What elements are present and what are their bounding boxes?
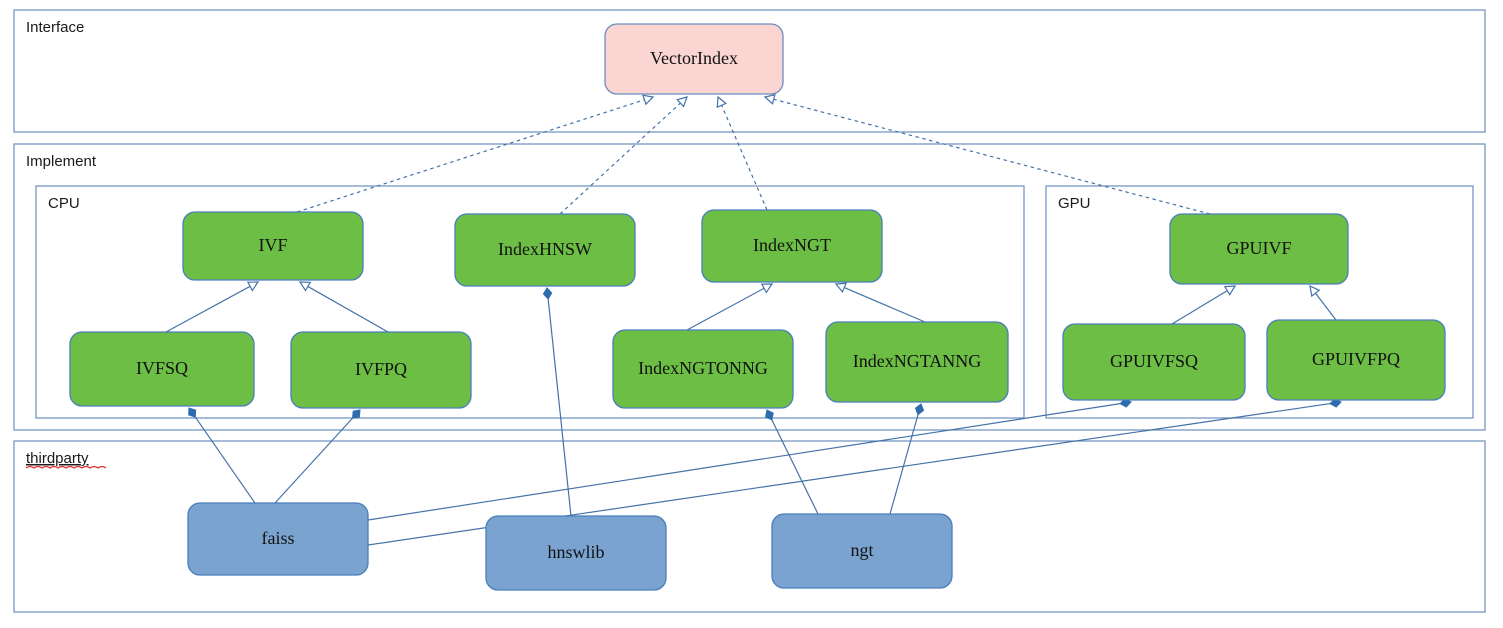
node-gpuivfpq[interactable]: GPUIVFPQ bbox=[1266, 319, 1446, 401]
edge-line-indexngtanng-indexngt bbox=[844, 286, 926, 323]
edge-ivfsq-ivf bbox=[165, 281, 260, 333]
edge-indexngt-vectorindex bbox=[716, 95, 768, 211]
node-ivf[interactable]: IVF bbox=[182, 211, 364, 281]
filled-diamond-marker-icon bbox=[188, 407, 197, 418]
filled-diamond-marker-icon bbox=[542, 287, 553, 300]
filled-diamond-marker-icon bbox=[914, 403, 925, 416]
edge-line-indexngtonng-indexngt bbox=[686, 287, 765, 331]
edge-indexngtonng-indexngt bbox=[686, 283, 774, 331]
group-label-cpu: CPU bbox=[48, 195, 80, 212]
hollow-triangle-arrowhead-icon bbox=[298, 281, 312, 292]
node-label-gpuivfpq: GPUIVFPQ bbox=[1312, 349, 1400, 369]
edge-line-ivf-vectorindex bbox=[296, 99, 645, 213]
filled-diamond-marker-icon bbox=[765, 409, 774, 421]
node-label-vectorindex: VectorIndex bbox=[650, 48, 738, 68]
node-box-ngt[interactable] bbox=[771, 513, 953, 589]
node-vectorindex[interactable]: VectorIndex bbox=[604, 23, 784, 95]
node-faiss[interactable]: faiss bbox=[187, 502, 369, 576]
edge-hnswlib-indexhnsw bbox=[542, 287, 572, 517]
node-indexngtanng[interactable]: IndexNGTANNG bbox=[825, 321, 1009, 403]
group-label-interface: Interface bbox=[26, 19, 84, 36]
edge-gpuivfpq-gpuivf bbox=[1309, 284, 1337, 321]
edge-gpuivf-vectorindex bbox=[763, 93, 1211, 215]
node-box-ivfpq[interactable] bbox=[290, 331, 472, 409]
hollow-triangle-arrowhead-icon bbox=[834, 282, 848, 293]
filled-diamond-marker-icon bbox=[352, 409, 361, 419]
node-label-ivf: IVF bbox=[258, 235, 287, 255]
node-label-ivfpq: IVFPQ bbox=[355, 359, 407, 379]
node-box-indexngtanng[interactable] bbox=[825, 321, 1009, 403]
edge-line-faiss-ivfsq bbox=[194, 415, 256, 504]
edge-ngt-indexngtonng bbox=[765, 409, 819, 515]
hollow-triangle-arrowhead-icon bbox=[1223, 285, 1237, 296]
edge-indexhnsw-vectorindex bbox=[559, 96, 688, 215]
node-indexhnsw[interactable]: IndexHNSW bbox=[454, 213, 636, 287]
node-box-gpuivf[interactable] bbox=[1169, 213, 1349, 285]
edge-line-indexngt-vectorindex bbox=[721, 105, 768, 211]
node-label-ngt: ngt bbox=[850, 540, 873, 560]
node-ngt[interactable]: ngt bbox=[771, 513, 953, 589]
edge-line-ivfpq-ivf bbox=[307, 285, 389, 333]
node-gpuivfsq[interactable]: GPUIVFSQ bbox=[1062, 323, 1246, 401]
edge-line-gpuivf-vectorindex bbox=[773, 98, 1211, 215]
node-label-indexngtonng: IndexNGTONNG bbox=[638, 358, 768, 378]
hollow-triangle-arrowhead-icon bbox=[676, 96, 688, 108]
node-label-indexngtanng: IndexNGTANNG bbox=[853, 351, 982, 371]
node-ivfsq[interactable]: IVFSQ bbox=[69, 331, 255, 407]
edge-line-ivfsq-ivf bbox=[165, 285, 251, 333]
node-label-indexhnsw: IndexHNSW bbox=[498, 239, 592, 259]
edge-line-gpuivfsq-gpuivf bbox=[1171, 290, 1228, 325]
node-box-faiss[interactable] bbox=[187, 502, 369, 576]
spellcheck-underline-icon bbox=[25, 465, 107, 469]
node-box-vectorindex[interactable] bbox=[604, 23, 784, 95]
node-box-ivfsq[interactable] bbox=[69, 331, 255, 407]
edge-line-ngt-indexngtanng bbox=[889, 413, 919, 515]
node-label-gpuivf: GPUIVF bbox=[1226, 238, 1291, 258]
group-label-thirdparty: thirdparty bbox=[26, 450, 89, 467]
node-box-ivf[interactable] bbox=[182, 211, 364, 281]
node-box-gpuivfpq[interactable] bbox=[1266, 319, 1446, 401]
group-label-gpu: GPU bbox=[1058, 195, 1091, 212]
node-box-hnswlib[interactable] bbox=[485, 515, 667, 591]
edge-line-faiss-ivfpq bbox=[274, 416, 354, 504]
node-indexngt[interactable]: IndexNGT bbox=[701, 209, 883, 283]
node-box-indexhnsw[interactable] bbox=[454, 213, 636, 287]
edge-ivf-vectorindex bbox=[296, 94, 655, 213]
hollow-triangle-arrowhead-icon bbox=[1309, 284, 1321, 298]
node-hnswlib[interactable]: hnswlib bbox=[485, 515, 667, 591]
node-label-ivfsq: IVFSQ bbox=[136, 358, 188, 378]
edge-line-ngt-indexngtonng bbox=[770, 418, 819, 515]
hollow-triangle-arrowhead-icon bbox=[763, 93, 776, 105]
hollow-triangle-arrowhead-icon bbox=[642, 94, 655, 106]
edge-line-gpuivfpq-gpuivf bbox=[1314, 292, 1337, 321]
edge-line-indexhnsw-vectorindex bbox=[559, 102, 681, 215]
edge-faiss-ivfpq bbox=[274, 409, 361, 504]
hollow-triangle-arrowhead-icon bbox=[760, 283, 774, 294]
edge-indexngtanng-indexngt bbox=[834, 282, 926, 323]
hollow-triangle-arrowhead-icon bbox=[716, 95, 728, 109]
node-gpuivf[interactable]: GPUIVF bbox=[1169, 213, 1349, 285]
group-label-implement: Implement bbox=[26, 153, 97, 170]
node-box-indexngt[interactable] bbox=[701, 209, 883, 283]
edge-line-faiss-gpuivfsq bbox=[367, 402, 1122, 521]
edge-ngt-indexngtanng bbox=[889, 403, 925, 515]
node-box-indexngtonng[interactable] bbox=[612, 329, 794, 409]
hollow-triangle-arrowhead-icon bbox=[246, 281, 260, 292]
node-ivfpq[interactable]: IVFPQ bbox=[290, 331, 472, 409]
node-label-faiss: faiss bbox=[262, 528, 295, 548]
edge-faiss-ivfsq bbox=[188, 407, 256, 504]
edge-gpuivfsq-gpuivf bbox=[1171, 285, 1237, 325]
node-box-gpuivfsq[interactable] bbox=[1062, 323, 1246, 401]
edge-line-hnswlib-indexhnsw bbox=[547, 297, 572, 517]
node-label-hnswlib: hnswlib bbox=[547, 542, 604, 562]
node-indexngtonng[interactable]: IndexNGTONNG bbox=[612, 329, 794, 409]
node-label-gpuivfsq: GPUIVFSQ bbox=[1110, 351, 1198, 371]
node-label-indexngt: IndexNGT bbox=[753, 235, 831, 255]
edge-ivfpq-ivf bbox=[298, 281, 389, 333]
